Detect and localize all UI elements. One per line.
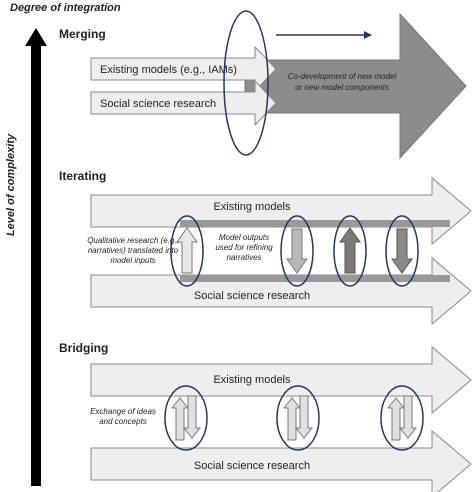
exchange-ideas-line1: Exchange of ideas <box>90 407 156 416</box>
bridging-section: Bridging Existing models Social science … <box>59 341 472 492</box>
merging-title: Merging <box>59 27 106 41</box>
bridging-ellipse-3 <box>380 385 424 451</box>
exchange-ideas-line2: and concepts <box>99 417 147 426</box>
complexity-axis-shaft <box>31 46 41 486</box>
iterating-up-arrow-1 <box>176 227 198 274</box>
bridging-social-science-label: Social science research <box>194 460 310 472</box>
merging-social-science-label: Social science research <box>100 98 216 110</box>
qualitative-research-line3: model inputs <box>110 256 155 265</box>
bridging-ellipse-1 <box>164 385 208 451</box>
merging-section: Merging Co-development of new model or n… <box>59 10 467 160</box>
iterating-down-arrow-2 <box>286 228 308 274</box>
iterating-down-arrow-4 <box>391 228 413 274</box>
merging-ellipse <box>223 10 269 156</box>
iterating-social-science-label: Social science research <box>194 290 310 302</box>
iterating-ellipse-1 <box>170 215 204 287</box>
iterating-up-arrow-3 <box>339 227 361 274</box>
merging-existing-models-arrow <box>90 45 277 93</box>
codevelopment-line2: or new model components <box>295 83 389 92</box>
iterating-bottom-dark-band <box>180 275 450 282</box>
iterating-ellipse-3 <box>333 215 367 287</box>
bridging-social-science-arrow <box>90 429 472 492</box>
bridging-up-arrow-3 <box>386 397 406 441</box>
iterating-top-dark-band <box>180 220 450 227</box>
bridging-down-arrow-2 <box>294 395 314 439</box>
iterating-existing-models-arrow <box>90 176 472 246</box>
qualitative-research-line1: Qualitative research (e.g., <box>87 236 179 245</box>
bridging-up-arrow-2 <box>282 397 302 441</box>
iterating-existing-models-label: Existing models <box>213 201 291 213</box>
bridging-down-arrow-1 <box>182 395 202 439</box>
merge-direction-arrowhead <box>364 31 372 39</box>
bridging-existing-models-arrow <box>90 345 472 415</box>
codevelopment-line1: Co-development of new model <box>288 72 397 81</box>
bridging-up-arrow-1 <box>170 397 190 441</box>
iterating-title: Iterating <box>59 169 106 183</box>
integration-axis-label: Degree of integration <box>10 2 121 14</box>
model-outputs-line2: used for refining <box>215 243 273 252</box>
bridging-existing-models-label: Existing models <box>213 374 291 386</box>
iterating-section: Iterating Existing models Social science… <box>59 169 472 326</box>
model-outputs-line1: Model outputs <box>219 233 269 242</box>
bridging-ellipse-2 <box>276 385 320 451</box>
bridging-down-arrow-3 <box>398 395 418 439</box>
iterating-social-science-arrow <box>90 256 472 326</box>
codevelopment-arrow <box>244 12 467 160</box>
complexity-axis-label: Level of complexity <box>5 133 17 236</box>
complexity-axis: Level of complexity <box>5 28 47 486</box>
merging-existing-models-label: Existing models (e.g., IAMs) <box>100 64 237 76</box>
bridging-title: Bridging <box>59 341 108 355</box>
iterating-ellipse-2 <box>280 215 314 287</box>
model-outputs-line3: narratives <box>226 253 261 262</box>
complexity-axis-arrowhead <box>25 28 47 46</box>
qualitative-research-line2: narratives) translated into <box>88 246 179 255</box>
iterating-ellipse-4 <box>385 215 419 287</box>
